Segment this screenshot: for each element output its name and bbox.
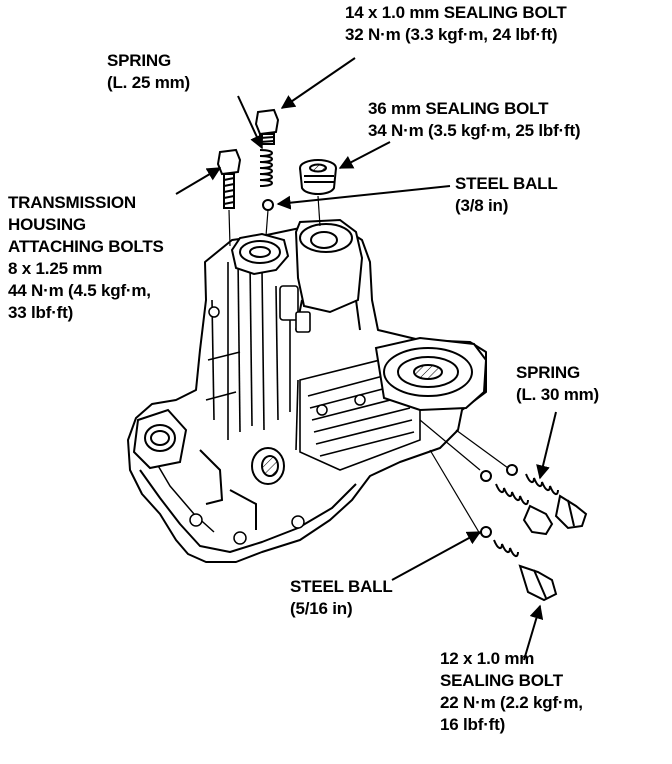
- leader-arrows: [175, 57, 557, 661]
- callout-line: 34 N·m (3.5 kgf·m, 25 lbf·ft): [368, 121, 581, 140]
- bolt-bosses: [189, 306, 366, 545]
- callout-line: 22 N·m (2.2 kgf·m,: [440, 693, 583, 712]
- callout-sealing-bolt-14mm: 14 x 1.0 mm SEALING BOLT 32 N·m (3.3 kgf…: [345, 2, 567, 46]
- callout-line: 44 N·m (4.5 kgf·m,: [8, 281, 151, 300]
- housing-ribs: [205, 257, 291, 440]
- callout-line: 33 lbf·ft): [8, 303, 74, 322]
- spring-25mm: [259, 149, 273, 187]
- callout-line: (L. 25 mm): [107, 73, 191, 92]
- callout-line: ATTACHING BOLTS: [8, 237, 164, 256]
- callout-line: SEALING BOLT: [440, 671, 563, 690]
- sealing-bolt-dome: [294, 218, 364, 331]
- callout-line: (L. 30 mm): [516, 385, 600, 404]
- callout-line: 12 x 1.0 mm: [440, 649, 535, 668]
- detent-set-upper-right: [506, 464, 588, 530]
- callout-line: 14 x 1.0 mm SEALING BOLT: [345, 3, 567, 22]
- callout-spring-30mm: SPRING (L. 30 mm): [516, 362, 599, 406]
- callout-line: 36 mm SEALING BOLT: [368, 99, 549, 118]
- differential-cover: [374, 336, 488, 412]
- callout-line: (3/8 in): [455, 196, 509, 215]
- callout-line: HOUSING: [8, 215, 86, 234]
- callout-spring-25mm: SPRING (L. 25 mm): [107, 50, 190, 94]
- callout-housing-attaching-bolts: TRANSMISSION HOUSING ATTACHING BOLTS 8 x…: [8, 192, 164, 324]
- detent-set-lower: [480, 526, 558, 602]
- mounting-ear: [132, 408, 188, 470]
- housing-attaching-bolt: [216, 148, 242, 209]
- callout-line: TRANSMISSION: [8, 193, 136, 212]
- detent-set-middle: [480, 470, 554, 536]
- callout-line: STEEL BALL: [290, 577, 393, 596]
- lower-boss: [199, 447, 285, 530]
- shaft-stub: [279, 285, 311, 333]
- callout-steel-ball-5-16: STEEL BALL (5/16 in): [290, 576, 393, 620]
- callout-line: STEEL BALL: [455, 174, 558, 193]
- callout-line: SPRING: [107, 51, 171, 70]
- alignment-lines: [228, 195, 509, 535]
- detent-boss: [230, 232, 290, 276]
- steel-ball-3-8: [262, 199, 274, 211]
- callout-sealing-bolt-36mm: 36 mm SEALING BOLT 34 N·m (3.5 kgf·m, 25…: [368, 98, 581, 142]
- sealing-bolt-36mm: [299, 159, 337, 195]
- callout-line: 8 x 1.25 mm: [8, 259, 103, 278]
- callout-line: 32 N·m (3.3 kgf·m, 24 lbf·ft): [345, 25, 558, 44]
- callout-line: (5/16 in): [290, 599, 353, 618]
- sealing-bolt-14mm: [254, 108, 280, 145]
- callout-sealing-bolt-12mm: 12 x 1.0 mm SEALING BOLT 22 N·m (2.2 kgf…: [440, 648, 583, 736]
- callout-line: SPRING: [516, 363, 580, 382]
- callout-line: 16 lbf·ft): [440, 715, 506, 734]
- callout-steel-ball-3-8: STEEL BALL (3/8 in): [455, 173, 558, 217]
